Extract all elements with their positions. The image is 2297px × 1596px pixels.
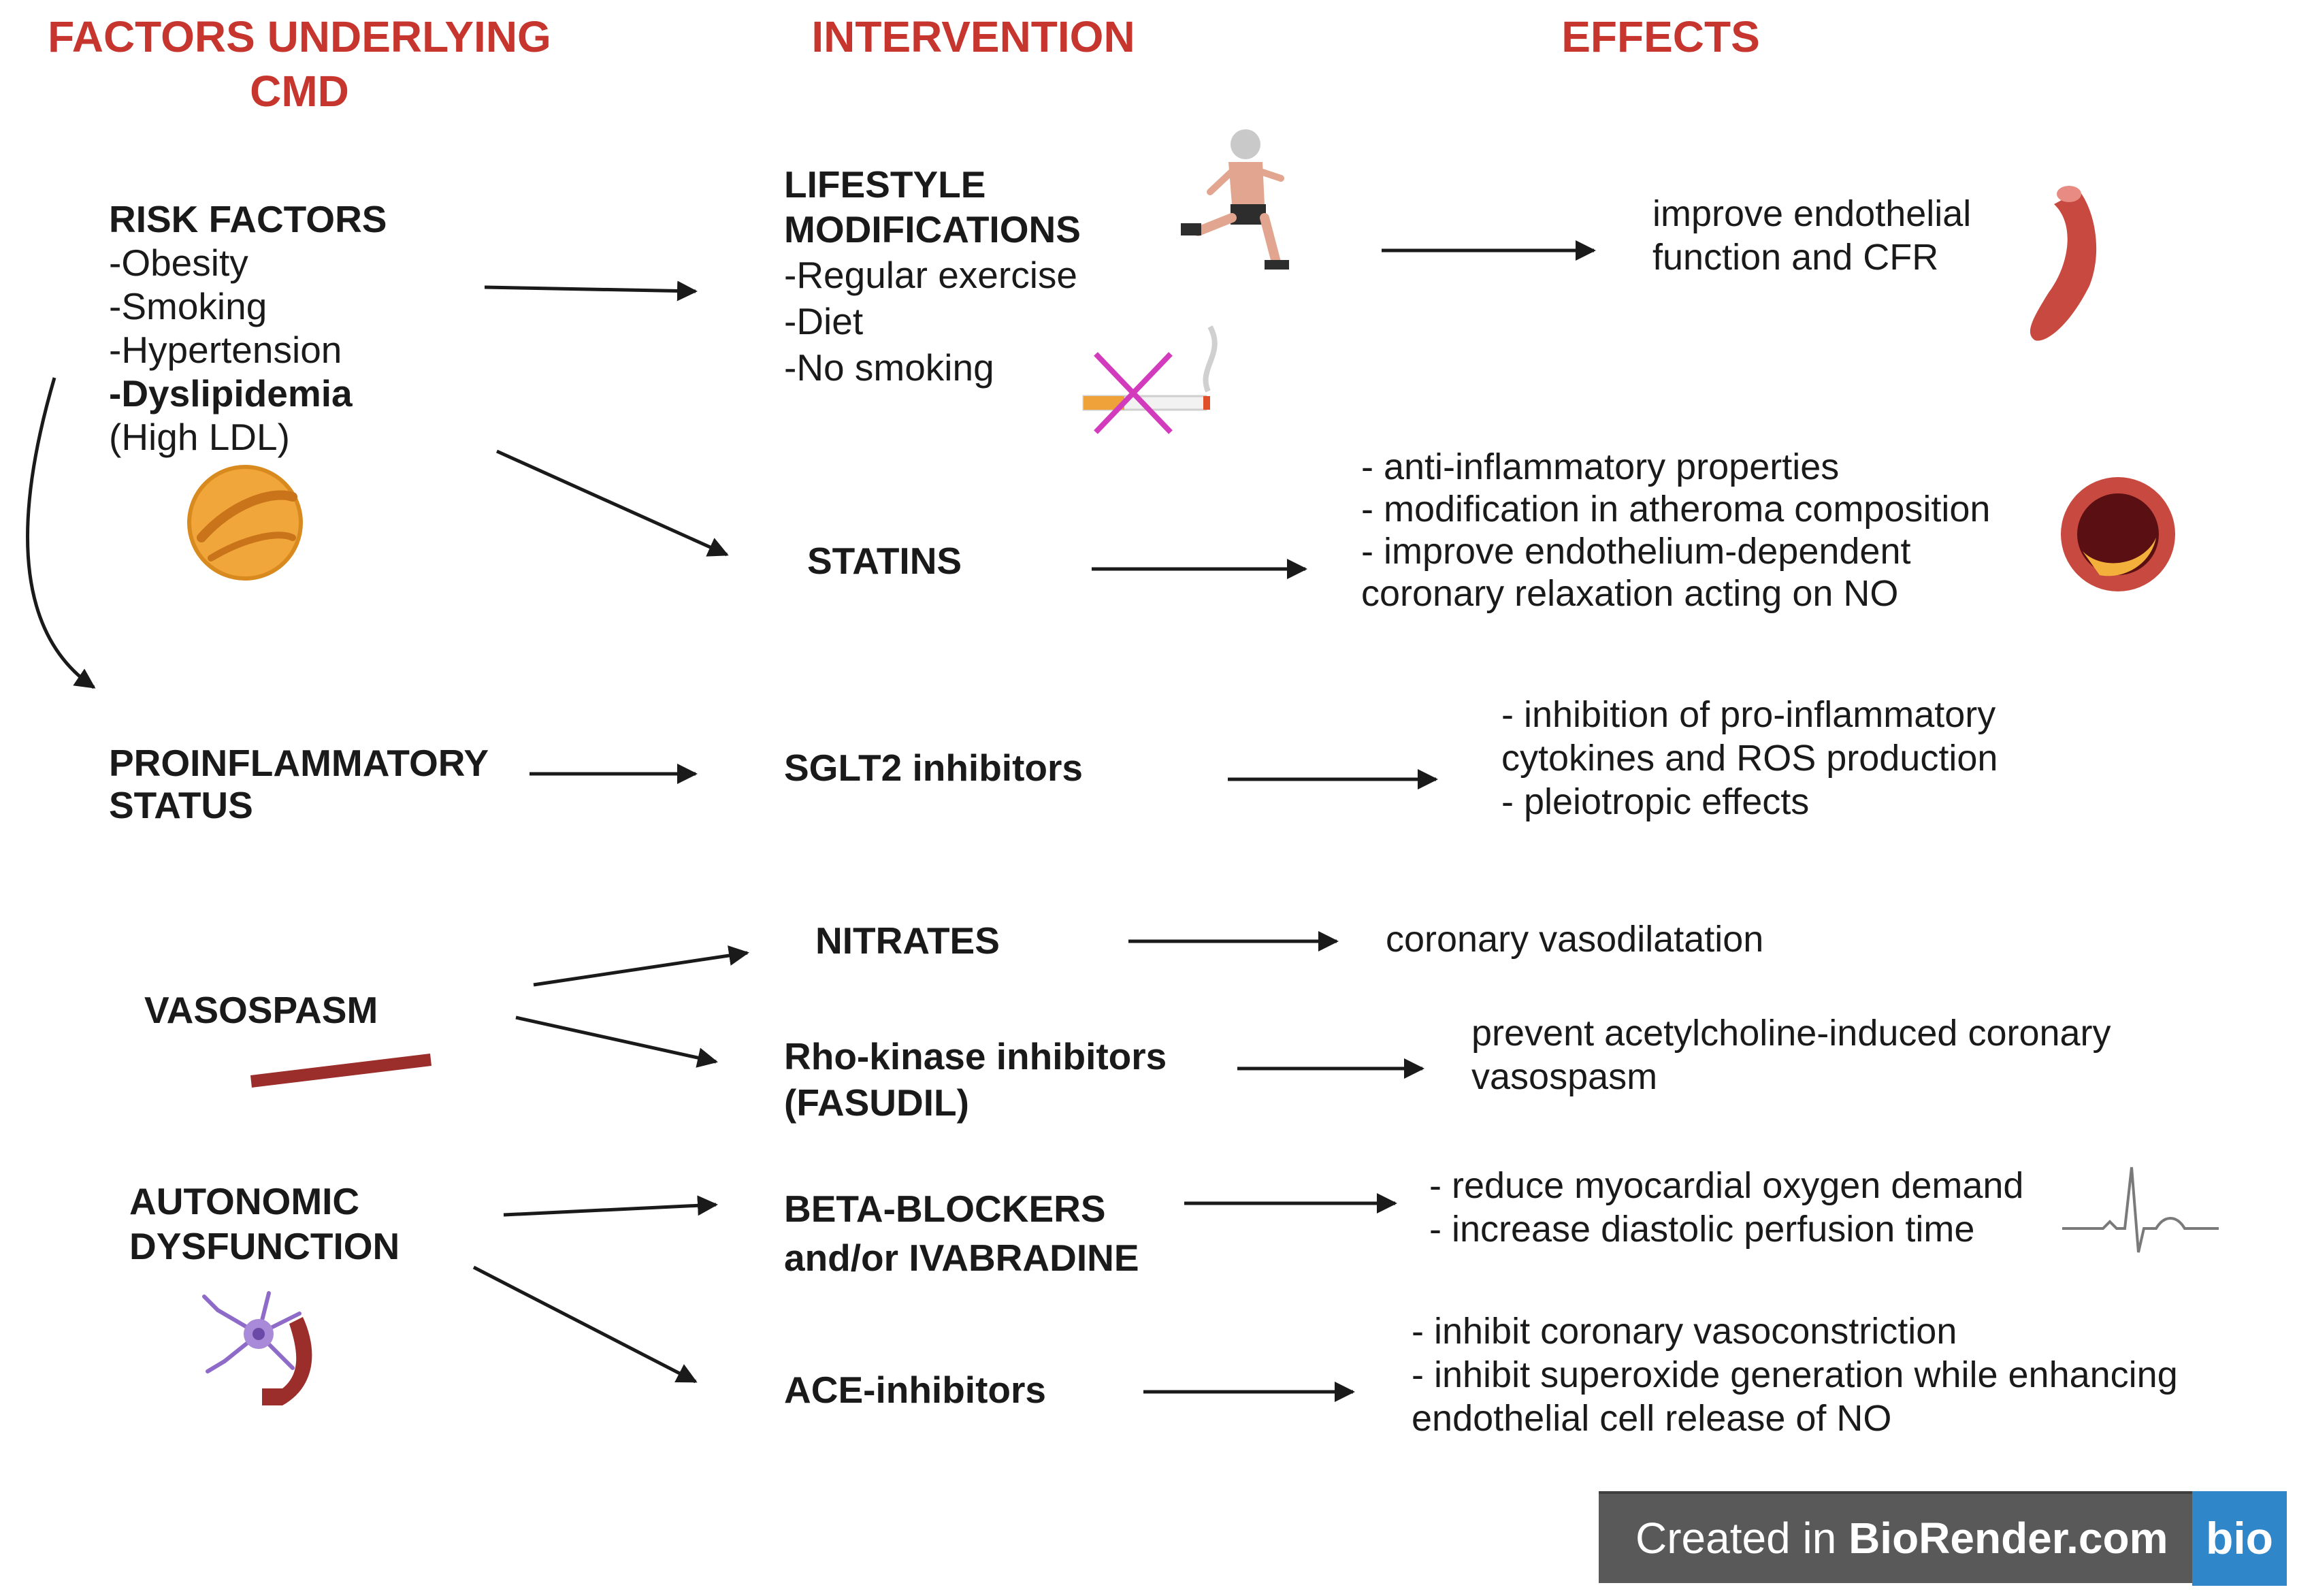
arrow-vasospasm-to-nitrates [533, 945, 749, 987]
badge-prefix: Created in [1635, 1514, 1849, 1563]
arrow-autonomic-to-beta [503, 1195, 718, 1217]
risk-item-smoking: -Smoking [109, 285, 267, 327]
effect-statins: - anti-inflammatory properties - modific… [1361, 446, 1991, 614]
arrow-autonomic-to-ace [472, 1265, 698, 1384]
lifestyle-title: LIFESTYLE MODIFICATIONS [784, 163, 1081, 250]
factor-autonomic: AUTONOMIC DYSFUNCTION [129, 1180, 400, 1267]
badge-brand: BioRender.com [1848, 1514, 2168, 1563]
vasospasm-vessel-icon [250, 1054, 431, 1088]
intervention-rho-kinase: Rho-kinase inhibitors (FASUDIL) [784, 1035, 1167, 1124]
ldl-particle-icon [187, 465, 303, 581]
biorender-logo-icon: bio [2192, 1491, 2287, 1586]
blood-vessel-icon [2030, 186, 2097, 341]
arrow-risk-to-lifestyle [484, 280, 698, 302]
intervention-sglt2: SGLT2 inhibitors [784, 747, 1083, 789]
risk-factors-block: RISK FACTORS -Obesity -Smoking -Hyperten… [109, 197, 387, 459]
intervention-nitrates: NITRATES [815, 919, 1000, 962]
intervention-beta-blockers: BETA-BLOCKERS and/or IVABRADINE [784, 1188, 1139, 1279]
effect-nitrates: coronary vasodilatation [1386, 919, 1764, 960]
ecg-icon [2062, 1167, 2219, 1253]
lifestyle-item-exercise: -Regular exercise [784, 254, 1078, 296]
arrow-vasospasm-to-rho [515, 1015, 718, 1068]
no-smoking-icon [1082, 325, 1218, 434]
effect-lifestyle: improve endothelial function and CFR [1652, 193, 1972, 278]
risk-item-high-ldl: (High LDL) [109, 416, 290, 458]
effect-ace: - inhibit coronary vasoconstriction - in… [1412, 1311, 2178, 1439]
factor-proinflammatory: PROINFLAMMATORY STATUS [109, 742, 489, 826]
effect-rho-kinase: prevent acetylcholine-induced coronary v… [1471, 1013, 2111, 1097]
badge-text: Created in BioRender.com [1635, 1514, 2168, 1562]
effect-beta-blockers: - reduce myocardial oxygen demand - incr… [1429, 1165, 2024, 1250]
lifestyle-block: LIFESTYLE MODIFICATIONS -Regular exercis… [784, 162, 1081, 391]
runner-icon [1181, 129, 1289, 270]
arrow-risk-to-statins [495, 449, 729, 557]
biorender-badge[interactable]: Created in BioRender.com bio [1599, 1491, 2287, 1586]
intervention-statins: STATINS [807, 540, 962, 582]
header-intervention: INTERVENTION [811, 12, 1135, 61]
neuron-icon [202, 1291, 312, 1405]
risk-item-hypertension: -Hypertension [109, 329, 342, 371]
header-effects: EFFECTS [1561, 12, 1760, 61]
effect-sglt2: - inhibition of pro-inflammatory cytokin… [1501, 694, 1998, 822]
lifestyle-item-no-smoking: -No smoking [784, 346, 994, 389]
arrow-risk-to-proinflammatory [26, 377, 96, 689]
atheroma-vessel-icon [2061, 477, 2175, 591]
lifestyle-item-diet: -Diet [784, 300, 864, 342]
factor-vasospasm: VASOSPASM [144, 989, 378, 1031]
header-factors: FACTORS UNDERLYING CMD [48, 12, 551, 116]
risk-factors-title: RISK FACTORS [109, 198, 387, 240]
intervention-ace: ACE-inhibitors [784, 1369, 1046, 1411]
risk-item-dyslipidemia: -Dyslipidemia [109, 372, 353, 414]
risk-item-obesity: -Obesity [109, 242, 248, 284]
